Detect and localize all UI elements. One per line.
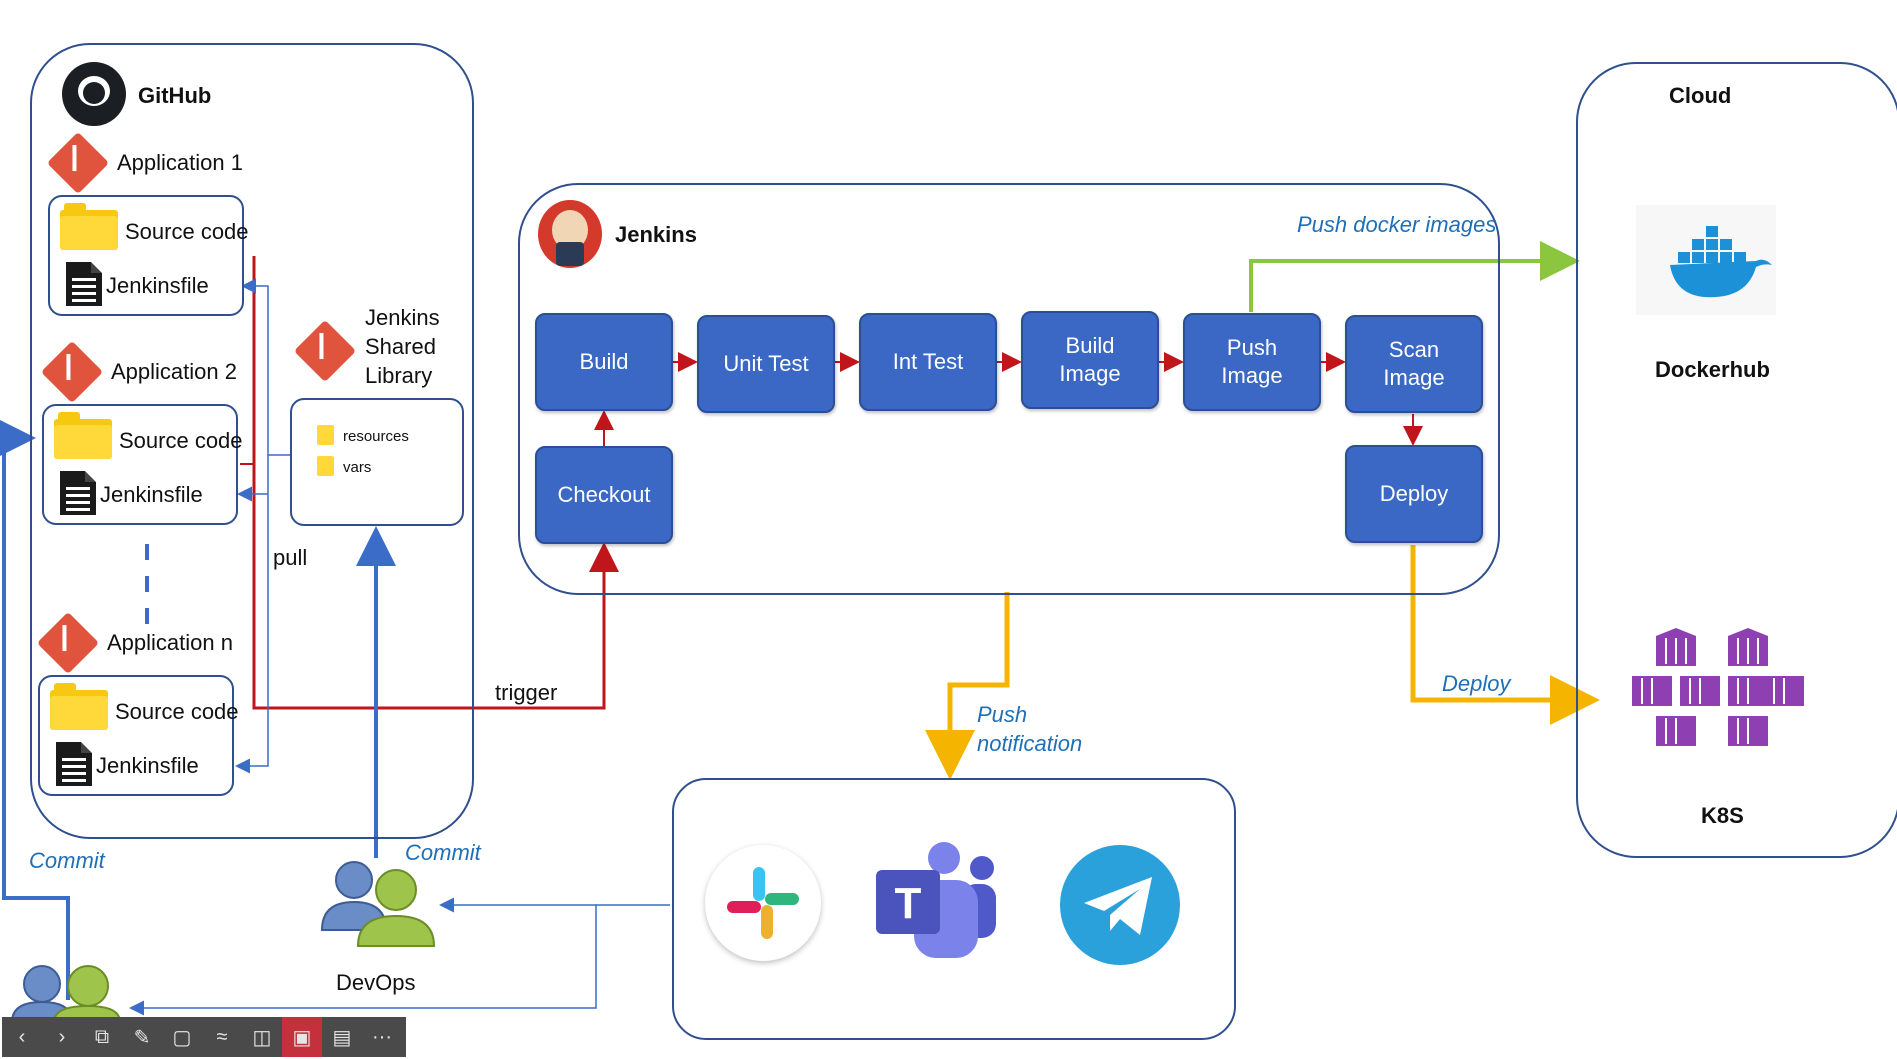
commit-devops-label: Commit xyxy=(405,840,481,865)
step-unit-test[interactable]: Unit Test xyxy=(697,315,835,413)
telegram-icon[interactable] xyxy=(1060,845,1180,965)
step-int-test[interactable]: Int Test xyxy=(859,313,997,411)
cloud-title: Cloud xyxy=(1669,83,1732,108)
teams-icon[interactable]: T xyxy=(874,840,1000,960)
source-code-label[interactable]: Source code xyxy=(115,699,239,724)
step-checkout[interactable]: Checkout xyxy=(535,446,673,544)
cloud-panel xyxy=(1576,62,1897,858)
back-icon[interactable]: ‹ xyxy=(18,1025,26,1048)
kubernetes-icon xyxy=(1632,628,1804,756)
k8s-label: K8S xyxy=(1701,803,1744,828)
app-name: Application n xyxy=(107,630,233,655)
more-icon[interactable]: ··· xyxy=(372,1025,392,1048)
trigger-line xyxy=(252,256,619,710)
github-title: GitHub xyxy=(138,83,212,108)
eraser-icon[interactable]: ▢ xyxy=(172,1026,192,1049)
presentation-toolbar: ‹ › ⧉ ✎ ▢ ≈ ◫ ▣ ▤ ··· xyxy=(2,1017,406,1057)
jenkins-logo-icon xyxy=(538,200,602,268)
document-icon xyxy=(60,471,96,515)
folder-icon xyxy=(60,203,118,250)
folder-icon xyxy=(54,412,112,459)
folder-resources[interactable]: resources xyxy=(343,428,409,445)
source-code-label[interactable]: Source code xyxy=(119,428,243,453)
commit-left-label: Commit xyxy=(29,848,105,873)
document-icon xyxy=(56,742,92,786)
push-docker-images-label: Push docker images xyxy=(1297,212,1497,237)
deploy-line xyxy=(1410,545,1600,725)
pages-icon[interactable]: ⧉ xyxy=(94,1025,110,1048)
document-icon xyxy=(66,262,102,306)
devops-users-icon xyxy=(318,858,436,948)
push-notification-label: Push notification xyxy=(977,702,1083,756)
folder-icon xyxy=(50,683,108,730)
pull-line xyxy=(241,278,300,456)
devops-label: DevOps xyxy=(336,970,416,995)
jenkinsfile-label[interactable]: Jenkinsfile xyxy=(106,273,209,298)
present-icon[interactable]: ▤ xyxy=(332,1026,352,1049)
slack-icon[interactable] xyxy=(705,845,821,961)
app-name: Application 1 xyxy=(117,150,243,175)
docker-whale-icon xyxy=(1636,205,1776,315)
deploy-edge-label: Deploy xyxy=(1442,671,1511,696)
screen-icon[interactable]: ◫ xyxy=(252,1026,272,1049)
forward-icon[interactable]: › xyxy=(58,1025,66,1048)
app-name: Application 2 xyxy=(111,359,237,384)
developers-users-icon xyxy=(10,962,122,1023)
pointer-icon[interactable]: ≈ xyxy=(216,1025,228,1048)
step-build-image[interactable]: Build Image xyxy=(1021,311,1159,409)
folder-icon xyxy=(317,425,334,445)
notification-line xyxy=(925,592,1010,780)
shared-library-title: Jenkins Shared Library xyxy=(365,305,440,388)
svg-text:T: T xyxy=(895,879,922,928)
camera-icon[interactable]: ▣ xyxy=(282,1017,322,1057)
jenkinsfile-label[interactable]: Jenkinsfile xyxy=(96,753,199,778)
source-code-label[interactable]: Source code xyxy=(125,219,249,244)
pull-label: pull xyxy=(273,545,308,570)
github-panel xyxy=(30,43,474,839)
commit-left-line xyxy=(0,418,70,1000)
jenkins-title: Jenkins xyxy=(615,222,697,247)
trigger-label: trigger xyxy=(495,680,558,705)
docker-push-line xyxy=(1249,241,1580,312)
step-scan-image[interactable]: Scan Image xyxy=(1345,315,1483,413)
github-icon xyxy=(62,62,126,126)
step-build[interactable]: Build xyxy=(535,313,673,411)
jenkins-panel xyxy=(518,183,1500,595)
jenkinsfile-label[interactable]: Jenkinsfile xyxy=(100,482,203,507)
step-push-image[interactable]: Push Image xyxy=(1183,313,1321,411)
folder-vars[interactable]: vars xyxy=(343,459,372,476)
step-deploy[interactable]: Deploy xyxy=(1345,445,1483,543)
folder-icon xyxy=(317,456,334,476)
pen-icon[interactable]: ✎ xyxy=(133,1026,151,1049)
dockerhub-label: Dockerhub xyxy=(1655,357,1770,382)
